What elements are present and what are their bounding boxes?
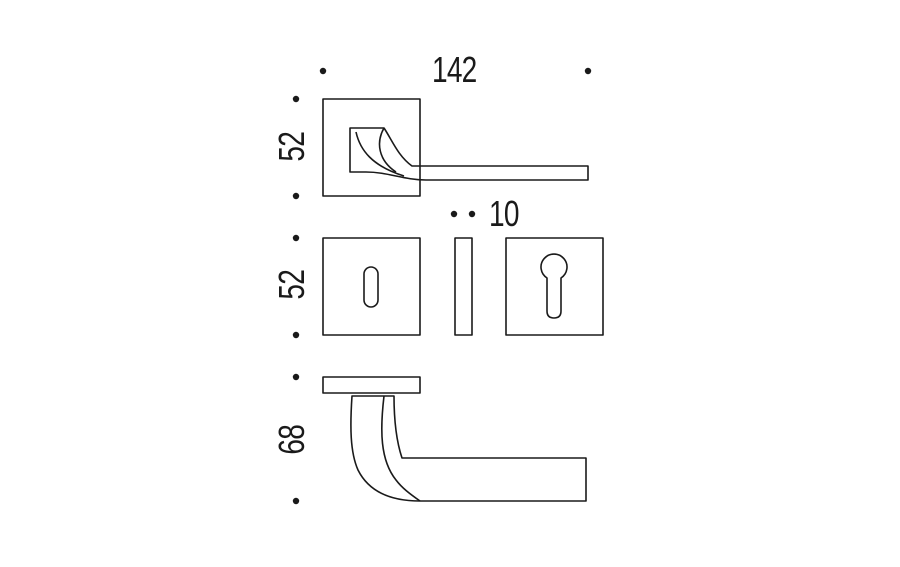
dim-dot-thickness-left [450, 210, 458, 218]
escutcheon-square-left [322, 237, 421, 336]
dim-dot-rose-top [292, 95, 300, 103]
lever-neck-outline [349, 127, 589, 181]
lever-side-view [322, 376, 587, 502]
rose-side-profile [322, 376, 421, 394]
dim-dot-width-right [584, 67, 592, 75]
euro-cylinder-cutout [540, 253, 568, 319]
lever-top-view [322, 98, 589, 197]
dim-label-width: 142 [432, 49, 477, 90]
keyhole-slot [363, 266, 379, 308]
dim-dot-escutcheon-top [292, 234, 300, 242]
lever-side-outline [350, 395, 587, 502]
lever-neck-curve [378, 127, 397, 173]
escutcheon-euro-cylinder [505, 237, 604, 336]
lever-neck-inner [355, 131, 405, 177]
dim-label-thickness: 10 [489, 193, 519, 234]
dim-dot-rose-bottom [292, 192, 300, 200]
escutcheon-side-profile [454, 237, 473, 336]
lever-side-inner-curve [381, 395, 421, 502]
dim-dot-lever-top [292, 373, 300, 381]
escutcheon-square-right [505, 237, 604, 336]
dim-label-lever-height: 68 [271, 424, 312, 455]
dim-dot-escutcheon-bottom [292, 331, 300, 339]
dim-dot-width-left [319, 67, 327, 75]
dim-dot-lever-bottom [292, 497, 300, 505]
dim-label-rose-height: 52 [271, 131, 312, 162]
dim-label-escutcheon-height: 52 [271, 269, 312, 300]
rose-square [322, 98, 421, 197]
dim-dot-thickness-right [468, 210, 476, 218]
escutcheon-keyhole [322, 237, 421, 336]
